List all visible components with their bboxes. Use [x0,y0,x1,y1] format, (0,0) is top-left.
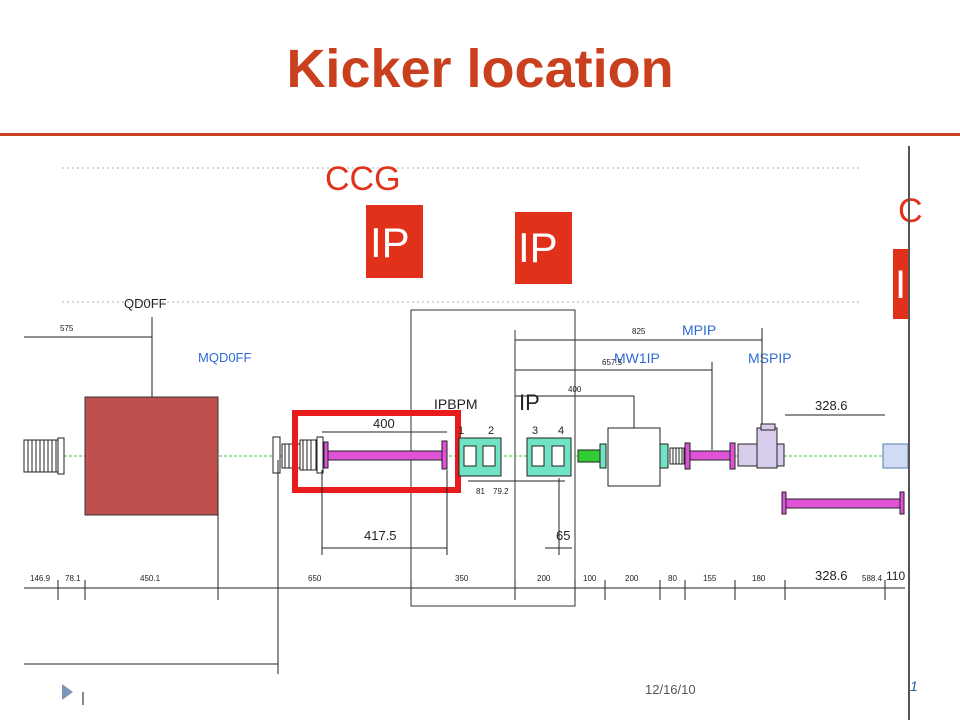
bottom-scale-ticks [57,520,886,600]
bpm-2-label: 2 [488,425,494,437]
mqd0ff-label: MQD0FF [198,350,252,365]
dim-400-kicker: 400 [373,416,395,431]
scale-450: 450.1 [140,574,161,583]
bpm-3-cell [531,445,545,467]
kicker-flange-right [441,440,448,470]
ccg-label: CCG [325,160,401,198]
kicker-flange-left-2 [323,441,329,469]
mw1ip-pipe [689,450,731,461]
bpm-4-label: 4 [558,425,564,437]
beamline-diagram: CCG C IP IP I QD0FF MQD0FF MPIP MW1IP MS… [23,160,923,674]
dim-81: 81 [476,487,485,496]
ipbpm-label: IPBPM [434,396,478,412]
scale-146: 146.9 [30,574,51,583]
dim-328-upper: 328.6 [815,398,848,413]
dim-79: 79.2 [493,487,509,496]
green-flange [599,443,607,469]
left-bellows-ribs [27,440,57,472]
slide-date: 12/16/10 [645,682,696,697]
mid-flange-1 [272,436,281,474]
ip-badge-1 [366,205,423,278]
scale-180: 180 [752,574,766,583]
right-border-line [908,146,910,720]
dim-110: 110 [886,569,905,583]
dim-588: 588.4 [862,574,883,583]
lower-pipe-flange-right [899,491,905,515]
kicker-highlight [292,410,461,493]
left-flange [57,437,65,475]
dim-657: 657.5 [602,358,623,367]
mw1ip-label: MW1IP [614,350,660,366]
bpm-3-label: 3 [532,425,538,437]
slide-marker-icon [62,684,73,700]
dim-328-lower: 328.6 [815,568,848,583]
dim-65: 65 [556,528,570,543]
dim-417: 417.5 [364,528,397,543]
ip-badge-1-text: IP [370,219,410,266]
left-bellows [23,439,59,473]
lower-pipe [784,498,902,509]
ip-center-label: IP [519,390,540,415]
scale-80: 80 [668,574,677,583]
mspip-cap [760,423,776,431]
right-flange-3 [729,442,736,470]
right-bellows [669,447,685,465]
scale-650: 650 [308,574,322,583]
scale-350: 350 [455,574,469,583]
footer-mark [82,692,84,705]
mid-bellows [281,439,317,471]
scale-100: 100 [583,574,597,583]
right-flange-1 [659,443,669,469]
central-chamber [607,427,661,487]
green-connector [577,449,601,463]
right-flange-2 [684,442,691,470]
mspip-label: MSPIP [748,350,792,366]
kicker-pipe [327,450,443,461]
qd0ff-magnet [84,396,219,516]
right-edge-component [882,443,909,469]
kicker-flange-left [316,436,324,474]
ip-badge-partial [893,249,908,319]
title-divider [0,133,960,136]
dim-575: 575 [60,324,74,333]
scale-155: 155 [703,574,717,583]
scale-78: 78.1 [65,574,81,583]
bpm-4-cell [551,445,565,467]
bpm-1-label: 1 [458,425,464,437]
page-number: 1 [910,678,918,694]
bpm-1-cell [463,445,477,467]
bpm-2-cell [482,445,496,467]
scale-200a: 200 [537,574,551,583]
lower-pipe-flange-left [781,491,787,515]
ccg-label-partial: C [898,192,923,230]
ip-badge-2-text: IP [518,224,558,271]
qd0ff-label: QD0FF [124,296,167,311]
mpip-label: MPIP [682,322,716,338]
dim-825: 825 [632,327,646,336]
ip-badge-partial-text: I [895,263,906,307]
slide-title: Kicker location [286,39,674,99]
scale-200b: 200 [625,574,639,583]
mspip-valve [756,427,778,469]
ip-badge-2 [515,212,572,284]
